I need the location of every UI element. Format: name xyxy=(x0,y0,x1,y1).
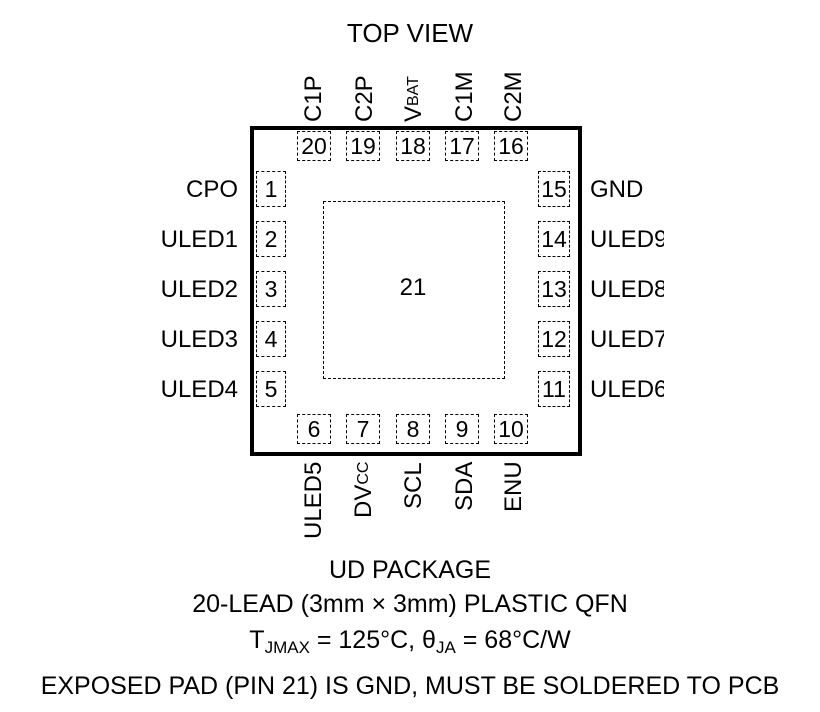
pin-pad-15: 15 xyxy=(538,171,570,207)
pin-label-vbat: VBAT xyxy=(400,76,427,122)
pin-label-c2p: C2P xyxy=(351,75,378,122)
pin-pad-11: 11 xyxy=(538,371,570,407)
exposed-pad-number: 21 xyxy=(399,274,427,301)
pin-label-enu: ENU xyxy=(500,461,527,512)
pin-pad-19: 19 xyxy=(346,131,380,161)
pin-pad-9: 9 xyxy=(445,414,479,444)
exposed-pad xyxy=(323,201,505,379)
pin-label-uled5: ULED5 xyxy=(300,462,327,540)
pin-label-cpo: CPO xyxy=(185,176,238,203)
pin-label-c2m: C2M xyxy=(500,71,527,122)
pin-pad-12: 12 xyxy=(538,321,570,357)
pin-label-c1p: C1P xyxy=(300,75,327,122)
pin-pad-3: 3 xyxy=(256,271,286,307)
pin-label-gnd: GND xyxy=(590,176,644,203)
pin-pad-2: 2 xyxy=(256,221,286,257)
pin-pad-8: 8 xyxy=(396,414,430,444)
pin-pad-14: 14 xyxy=(538,221,570,257)
pin-pad-6: 6 xyxy=(297,414,331,444)
pin-label-sda: SDA xyxy=(451,462,478,512)
pin-label-uled2: ULED2 xyxy=(160,276,238,303)
pin-label-dvcc: DVCC xyxy=(350,462,377,519)
pin-label-c1m: C1M xyxy=(451,71,478,122)
package-description: 20-LEAD (3mm × 3mm) PLASTIC QFN xyxy=(192,590,628,618)
pin-pad-4: 4 xyxy=(256,321,286,357)
diagram-title: TOP VIEW xyxy=(346,18,474,48)
thermal-spec: TJMAX = 125°C, θJA = 68°C/W xyxy=(249,626,571,657)
pin-pad-7: 7 xyxy=(346,414,380,444)
pin-label-uled6: ULED6 xyxy=(590,376,664,403)
pin-pad-10: 10 xyxy=(494,414,528,444)
exposed-pad-note: EXPOSED PAD (PIN 21) IS GND, MUST BE SOL… xyxy=(40,672,780,700)
package-body xyxy=(250,126,582,456)
pin-pad-13: 13 xyxy=(538,271,570,307)
pin-label-uled9: ULED9 xyxy=(590,226,664,253)
pin-label-uled4: ULED4 xyxy=(160,376,238,403)
pin-pad-17: 17 xyxy=(445,131,479,161)
pin-pad-1: 1 xyxy=(256,171,286,207)
pin-label-uled8: ULED8 xyxy=(590,276,664,303)
pin-label-uled3: ULED3 xyxy=(160,326,238,353)
pin-pad-20: 20 xyxy=(297,131,331,161)
pin-pad-5: 5 xyxy=(256,371,286,407)
pin-label-uled7: ULED7 xyxy=(590,326,664,353)
right-label-column: GND ULED9 ULED8 ULED7 ULED6 xyxy=(590,170,664,430)
pin-label-uled1: ULED1 xyxy=(160,226,238,253)
pin-label-scl: SCL xyxy=(400,462,427,509)
pin-pad-16: 16 xyxy=(494,131,528,161)
package-name: UD PACKAGE xyxy=(328,556,492,584)
pin-pad-18: 18 xyxy=(396,131,430,161)
